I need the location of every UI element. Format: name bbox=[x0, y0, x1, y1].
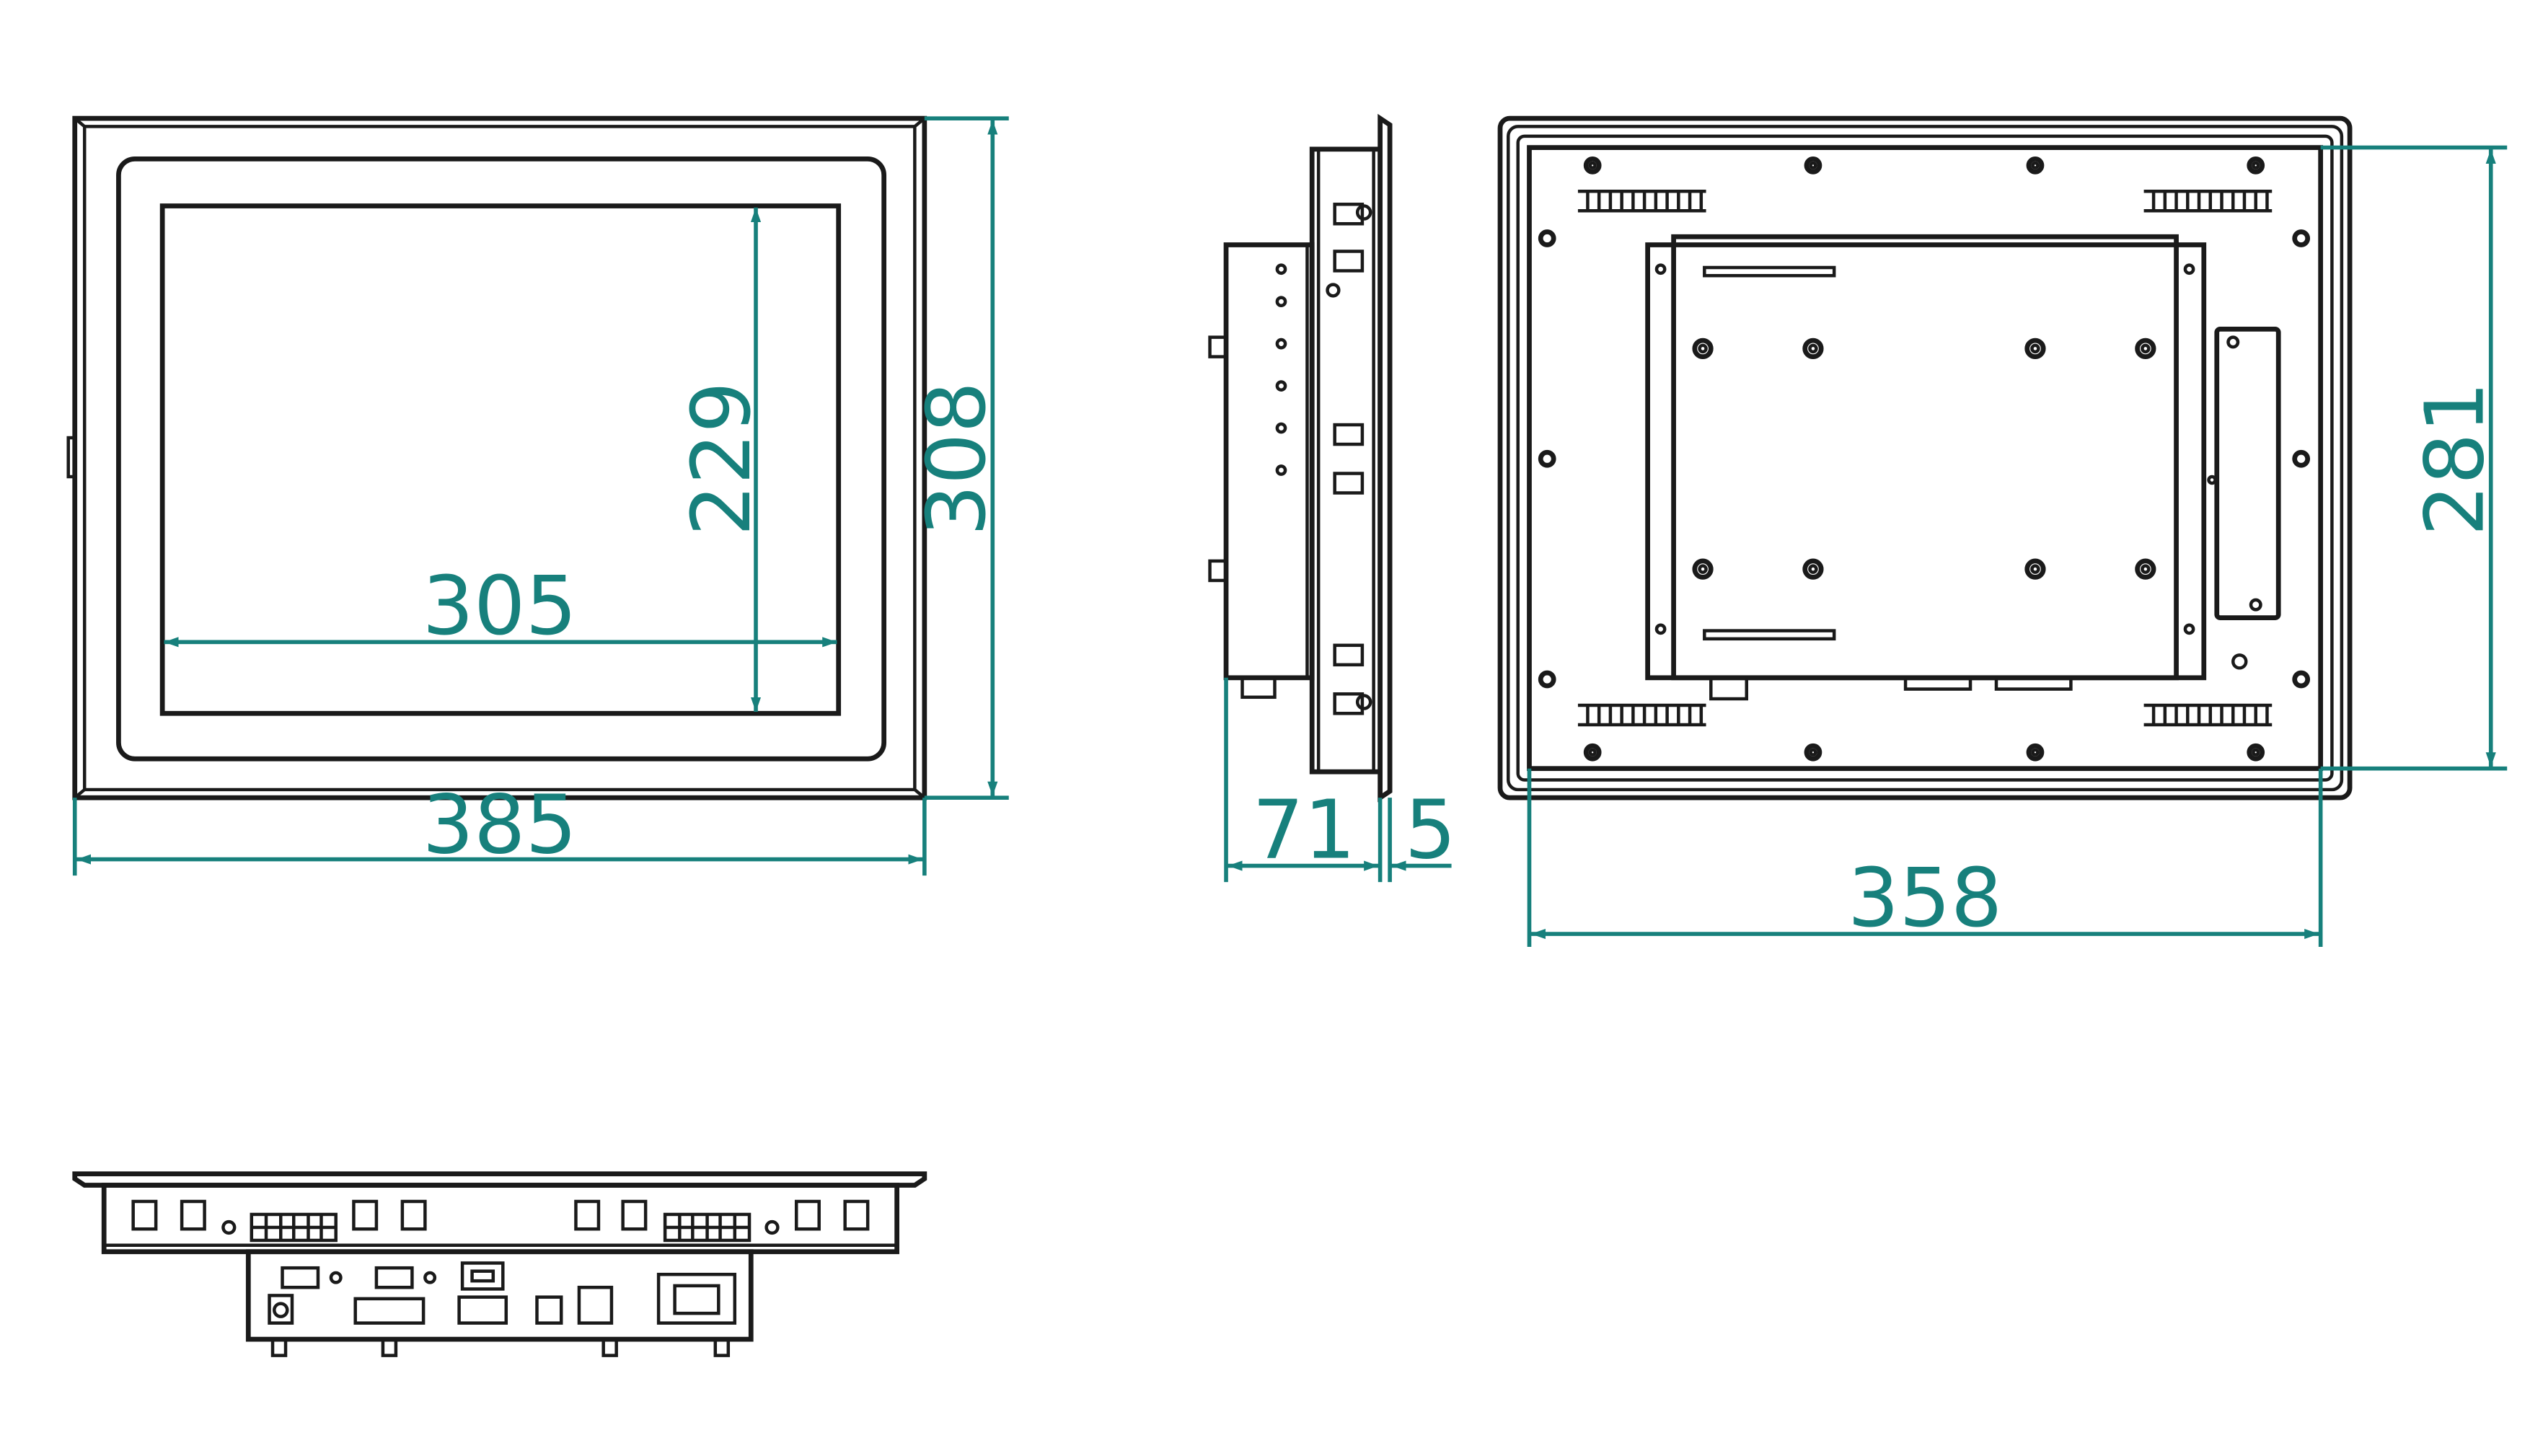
front-view: 305 229 385 308 bbox=[66, 115, 1009, 876]
front-bezel-inner bbox=[116, 156, 887, 762]
screen-height-label: 229 bbox=[674, 381, 769, 537]
bottom-view bbox=[72, 1171, 927, 1357]
front-width-label: 385 bbox=[423, 778, 578, 873]
back-width-label: 358 bbox=[1848, 851, 2003, 945]
back-side-module bbox=[2214, 327, 2281, 620]
back-panel bbox=[1527, 145, 2324, 772]
front-bezel-outline bbox=[72, 115, 927, 800]
back-height-label: 281 bbox=[2407, 381, 2502, 537]
side-view: 71 5 bbox=[1208, 113, 1457, 883]
screen-width-label: 305 bbox=[423, 559, 578, 653]
front-screen bbox=[159, 203, 842, 716]
bottom-frame bbox=[101, 1183, 900, 1255]
side-electronics-box bbox=[1223, 242, 1315, 681]
side-frame bbox=[1309, 146, 1383, 775]
back-box-screws bbox=[1654, 263, 2195, 635]
back-outer-frame bbox=[1497, 115, 2353, 800]
bottom-io-box bbox=[245, 1249, 754, 1342]
side-bezel-label: 5 bbox=[1405, 782, 1457, 877]
side-depth-label: 71 bbox=[1252, 782, 1355, 877]
back-mounting-plate bbox=[1645, 242, 2207, 681]
back-perimeter-screws bbox=[1538, 156, 2311, 762]
back-view: 358 281 bbox=[1497, 115, 2508, 948]
back-vent-slots bbox=[1577, 190, 2273, 727]
bottom-bezel bbox=[72, 1171, 927, 1188]
front-height-label: 308 bbox=[909, 381, 1004, 537]
back-electronics-box bbox=[1671, 234, 2179, 681]
